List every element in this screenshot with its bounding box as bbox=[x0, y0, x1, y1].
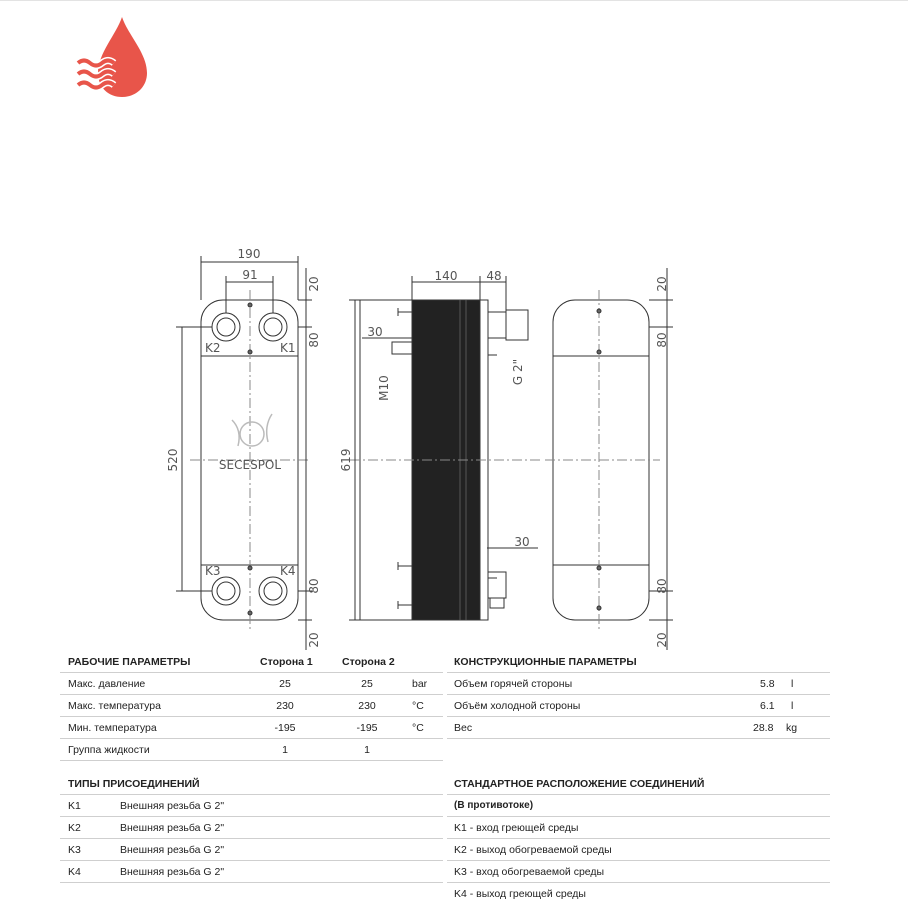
technical-drawing: 190 91 20 80 520 80 20 K2 K1 K3 K4 SECES… bbox=[166, 247, 673, 650]
row-value: 6.1 bbox=[760, 700, 775, 712]
table-row: K4 - выход греющей среды bbox=[447, 882, 830, 904]
dim-port-center: 520 bbox=[166, 449, 180, 472]
table-row: Макс. температура 230 230 °C bbox=[60, 694, 443, 717]
dim-back-top-port: 80 bbox=[655, 332, 669, 347]
table-row: K1 Внешняя резьба G 2" bbox=[60, 794, 443, 817]
port-label-k1: K1 bbox=[280, 341, 296, 355]
table-header: ТИПЫ ПРИСОЕДИНЕНИЙ bbox=[60, 772, 443, 795]
row-label: Мин. температура bbox=[68, 722, 157, 734]
section-title: КОНСТРУКЦИОННЫЕ ПАРАМЕТРЫ bbox=[454, 656, 637, 668]
table-subheader: (В противотоке) bbox=[447, 794, 830, 817]
table-row: Группа жидкости 1 1 bbox=[60, 738, 443, 761]
row-unit: l bbox=[791, 678, 794, 690]
table-header: РАБОЧИЕ ПАРАМЕТРЫ Сторона 1 Сторона 2 bbox=[60, 650, 443, 673]
connection-desc: Внешняя резьба G 2" bbox=[120, 822, 225, 834]
dim-front-width: 190 bbox=[238, 247, 261, 261]
table-row: Объем горячей стороны 5.8 l bbox=[447, 672, 830, 695]
dim-port-spacing: 91 bbox=[242, 268, 257, 282]
row-value-2: 230 bbox=[358, 700, 376, 712]
row-unit: l bbox=[791, 700, 794, 712]
dim-front-top-port: 80 bbox=[307, 332, 321, 347]
column-side-1: Сторона 1 bbox=[260, 656, 313, 668]
dim-front-bottom: 20 bbox=[307, 632, 321, 647]
row-unit: kg bbox=[786, 722, 798, 734]
row-value-2: 1 bbox=[364, 744, 370, 756]
back-view bbox=[545, 268, 673, 650]
dim-back-bottom-port: 80 bbox=[655, 578, 669, 593]
layout-entry: K2 - выход обогреваемой среды bbox=[454, 844, 612, 856]
row-label: Макс. температура bbox=[68, 700, 161, 712]
brand-mark: SECESPOL bbox=[219, 458, 281, 472]
section-subtitle: (В противотоке) bbox=[454, 800, 534, 811]
flame-drop-icon bbox=[75, 17, 147, 97]
dim-m10: M10 bbox=[377, 375, 391, 401]
row-label: Объём холодной стороны bbox=[454, 700, 581, 712]
side-view bbox=[349, 276, 540, 621]
row-value-1: 25 bbox=[279, 678, 291, 690]
layout-entry: K1 - вход греющей среды bbox=[454, 822, 579, 834]
row-unit: bar bbox=[412, 678, 428, 690]
connection-id: K1 bbox=[68, 800, 81, 812]
layout-entry: K4 - выход греющей среды bbox=[454, 888, 586, 900]
connection-desc: Внешняя резьба G 2" bbox=[120, 800, 225, 812]
row-value-1: -195 bbox=[274, 722, 296, 734]
table-row: K3 - вход обогреваемой среды bbox=[447, 860, 830, 883]
port-label-k4: K4 bbox=[280, 564, 296, 578]
table-row: K4 Внешняя резьба G 2" bbox=[60, 860, 443, 883]
connection-id: K2 bbox=[68, 822, 81, 834]
row-value: 5.8 bbox=[760, 678, 775, 690]
port-label-k2: K2 bbox=[205, 341, 221, 355]
dim-back-bottom: 20 bbox=[655, 632, 669, 647]
dim-side-bottom-bracket: 30 bbox=[514, 535, 529, 549]
top-divider bbox=[0, 0, 908, 1]
row-label: Группа жидкости bbox=[68, 744, 150, 756]
dim-back-top: 20 bbox=[655, 276, 669, 291]
dim-side-height: 619 bbox=[339, 449, 353, 472]
row-value-1: 230 bbox=[276, 700, 294, 712]
table-row: K2 Внешняя резьба G 2" bbox=[60, 816, 443, 839]
row-value: 28.8 bbox=[753, 722, 774, 734]
table-row: Макс. давление 25 25 bar bbox=[60, 672, 443, 695]
dim-side-depth: 140 bbox=[435, 269, 458, 283]
dim-side-connection: 48 bbox=[486, 269, 501, 283]
row-unit: °C bbox=[412, 700, 424, 712]
layout-entry: K3 - вход обогреваемой среды bbox=[454, 866, 605, 878]
dim-front-bottom-port: 80 bbox=[307, 578, 321, 593]
column-side-2: Сторона 2 bbox=[342, 656, 395, 668]
table-row: Мин. температура -195 -195 °C bbox=[60, 716, 443, 739]
dim-side-bracket: 30 bbox=[367, 325, 382, 339]
table-row: K2 - выход обогреваемой среды bbox=[447, 838, 830, 861]
port-label-k3: K3 bbox=[205, 564, 221, 578]
dim-thread: G 2" bbox=[511, 359, 525, 385]
row-value-2: -195 bbox=[356, 722, 378, 734]
row-value-2: 25 bbox=[361, 678, 373, 690]
connection-desc: Внешняя резьба G 2" bbox=[120, 844, 225, 856]
connection-desc: Внешняя резьба G 2" bbox=[120, 866, 225, 878]
row-label: Макс. давление bbox=[68, 678, 146, 690]
front-view bbox=[176, 256, 312, 650]
connection-id: K4 bbox=[68, 866, 81, 878]
dim-front-top: 20 bbox=[307, 276, 321, 291]
section-title: ТИПЫ ПРИСОЕДИНЕНИЙ bbox=[68, 778, 200, 790]
row-label: Объем горячей стороны bbox=[454, 678, 573, 690]
table-row: Вес 28.8 kg bbox=[447, 716, 830, 739]
table-row: Объём холодной стороны 6.1 l bbox=[447, 694, 830, 717]
table-header: СТАНДАРТНОЕ РАСПОЛОЖЕНИЕ СОЕДИНЕНИЙ bbox=[447, 772, 830, 795]
table-row: K3 Внешняя резьба G 2" bbox=[60, 838, 443, 861]
table-row: K1 - вход греющей среды bbox=[447, 816, 830, 839]
table-header: КОНСТРУКЦИОННЫЕ ПАРАМЕТРЫ bbox=[447, 650, 830, 673]
section-title: РАБОЧИЕ ПАРАМЕТРЫ bbox=[68, 656, 191, 668]
row-label: Вес bbox=[454, 722, 473, 734]
row-unit: °C bbox=[412, 722, 424, 734]
secespol-emblem-icon bbox=[231, 413, 273, 447]
row-value-1: 1 bbox=[282, 744, 288, 756]
section-title: СТАНДАРТНОЕ РАСПОЛОЖЕНИЕ СОЕДИНЕНИЙ bbox=[454, 778, 705, 790]
connection-id: K3 bbox=[68, 844, 81, 856]
